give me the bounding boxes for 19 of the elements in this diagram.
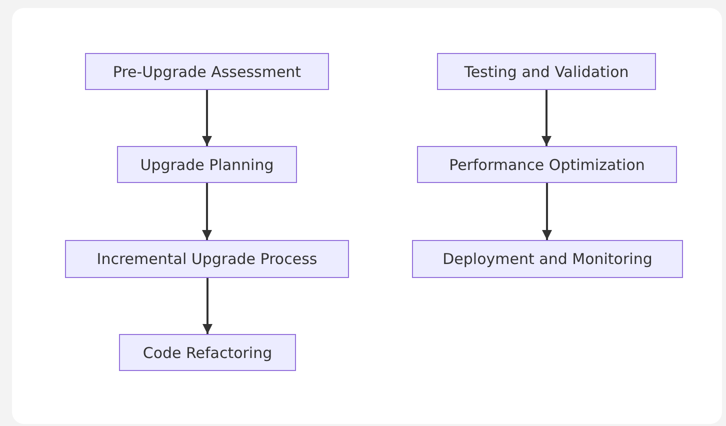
process-box bbox=[417, 146, 677, 183]
process-box bbox=[117, 146, 297, 183]
node-label: Incremental Upgrade Process bbox=[96, 250, 318, 268]
node-label: Testing and Validation bbox=[464, 62, 629, 80]
arrow bbox=[542, 183, 552, 240]
node-label: Deployment and Monitoring bbox=[442, 250, 652, 268]
node-label: Pre-Upgrade Assessment bbox=[112, 62, 302, 80]
process-box bbox=[437, 53, 656, 90]
arrow bbox=[202, 278, 212, 334]
process-box bbox=[85, 53, 329, 90]
node-label: Performance Optimization bbox=[449, 156, 645, 174]
process-box bbox=[119, 334, 296, 371]
node-label: Upgrade Planning bbox=[140, 156, 274, 174]
arrow bbox=[202, 90, 212, 146]
arrow bbox=[542, 90, 552, 146]
node-label: Code Refactoring bbox=[142, 344, 272, 362]
arrow bbox=[202, 183, 212, 240]
process-box bbox=[65, 240, 349, 278]
process-box bbox=[412, 240, 683, 278]
